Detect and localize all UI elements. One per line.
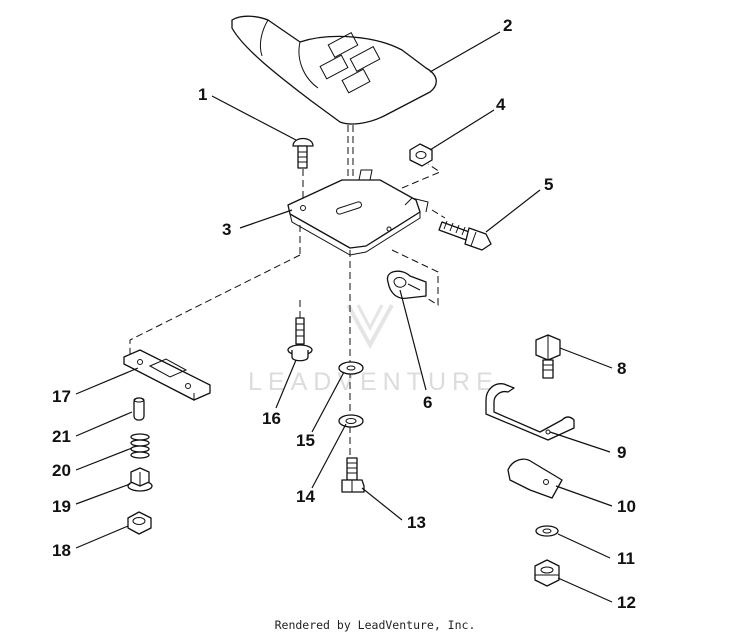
callout-10: 10 [617, 497, 636, 516]
part-bolt-5 [438, 220, 492, 251]
part-clip-plate [507, 458, 563, 499]
part-spring-clip [386, 270, 427, 300]
callout-12: 12 [617, 593, 636, 612]
part-nut-4 [409, 143, 433, 167]
callout-18: 18 [52, 541, 71, 560]
callout-15: 15 [296, 431, 315, 450]
footer-credit: Rendered by LeadVenture, Inc. [274, 618, 476, 632]
callout-16: 16 [262, 409, 281, 428]
part-shoulder-bolt [287, 317, 313, 362]
callout-5: 5 [544, 175, 553, 194]
callout-2: 2 [503, 16, 512, 35]
part-spring [130, 433, 150, 459]
callout-21: 21 [52, 427, 71, 446]
part-washer-15 [338, 361, 364, 375]
callout-14: 14 [296, 487, 315, 506]
watermark-text: LEADVENTURE [248, 368, 499, 396]
part-seat-plate [287, 169, 429, 256]
part-track-bracket [123, 349, 211, 401]
callout-1: 1 [198, 85, 207, 104]
part-seat [231, 15, 437, 125]
leader-lines [75, 31, 613, 603]
callout-9: 9 [617, 443, 626, 462]
callout-13: 13 [407, 513, 426, 532]
part-bracket-9 [485, 383, 575, 441]
callout-6: 6 [423, 393, 432, 412]
part-washer-11 [535, 525, 559, 537]
watermark: LEADVENTURE [248, 304, 499, 396]
callout-8: 8 [617, 359, 626, 378]
callout-4: 4 [496, 95, 506, 114]
part-lock-nut-12 [534, 559, 560, 587]
part-hex-bolt-13 [341, 457, 365, 493]
part-pin [133, 397, 145, 421]
callout-labels: 1 2 3 4 5 6 8 9 10 11 12 13 14 15 16 17 … [52, 16, 636, 612]
callout-17: 17 [52, 387, 71, 406]
part-washer-14 [338, 414, 364, 428]
callout-19: 19 [52, 497, 71, 516]
callout-11: 11 [617, 549, 635, 568]
part-bolt-8 [535, 334, 561, 379]
part-nut-18 [127, 511, 152, 535]
callout-20: 20 [52, 461, 71, 480]
part-flange-nut-19 [127, 467, 153, 492]
part-carriage-bolt [292, 137, 314, 169]
callout-3: 3 [222, 220, 231, 239]
